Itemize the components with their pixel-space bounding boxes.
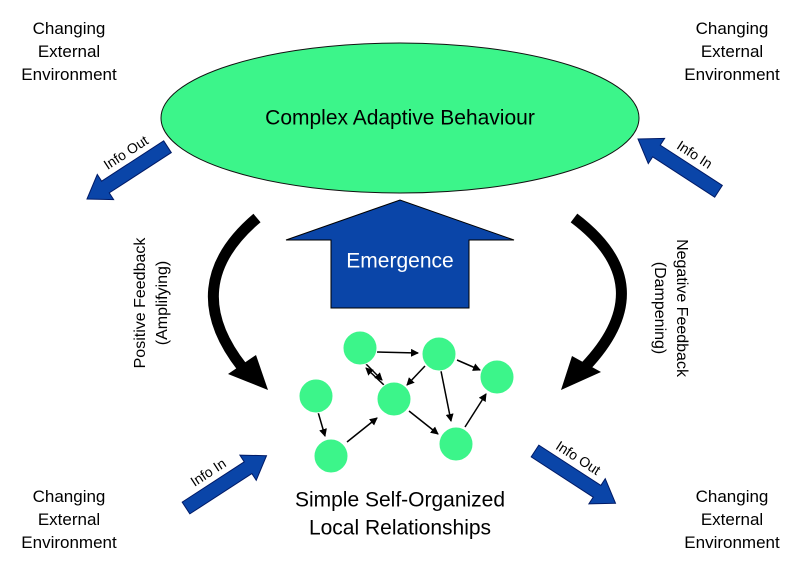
info-out-arrow-bottom-right: Info Out	[530, 437, 617, 505]
network-edge	[365, 367, 385, 386]
info-in-arrow-top-right: Info In	[637, 137, 724, 198]
environment-bottom-right: Changing External Environment	[684, 487, 780, 552]
caption-line-2: Local Relationships	[309, 517, 491, 540]
network-edge	[440, 370, 454, 422]
svg-text:(Amplifying): (Amplifying)	[154, 261, 171, 345]
emergence-arrow: Emergence	[285, 199, 515, 309]
positive-feedback-curve-arrow	[207, 213, 268, 390]
network-node	[313, 438, 349, 474]
network-node	[438, 426, 474, 462]
negative-feedback-label: Negative Feedback (Dampening)	[651, 239, 690, 378]
svg-text:Positive Feedback: Positive Feedback	[132, 237, 149, 369]
local-relationship-network	[298, 330, 515, 474]
network-edge	[317, 411, 327, 437]
svg-text:(Dampening): (Dampening)	[651, 262, 668, 354]
network-edge	[456, 359, 481, 371]
emergence-label: Emergence	[346, 250, 453, 273]
negative-feedback-curve-arrow	[561, 213, 627, 390]
network-edge	[365, 363, 383, 381]
environment-top-right: Changing External Environment	[684, 19, 780, 84]
info-out-arrow-top-left: Info Out	[86, 132, 173, 201]
environment-bottom-left: Changing External Environment	[21, 487, 117, 552]
info-in-arrow-bottom-left: Info In	[181, 454, 268, 515]
network-edge	[346, 417, 378, 443]
complex-adaptive-behaviour-label: Complex Adaptive Behaviour	[265, 107, 535, 130]
environment-top-left: Changing External Environment	[21, 19, 117, 84]
network-edge	[376, 348, 419, 357]
network-edge	[408, 410, 439, 435]
positive-feedback-label: Positive Feedback (Amplifying)	[132, 237, 171, 369]
caption-line-1: Simple Self-Organized	[295, 489, 505, 512]
network-node	[421, 336, 457, 372]
network-node	[376, 381, 412, 417]
network-node	[479, 359, 515, 395]
network-edge	[464, 393, 487, 428]
network-node	[298, 378, 334, 414]
svg-text:Negative Feedback: Negative Feedback	[673, 239, 690, 378]
network-edge	[406, 365, 426, 386]
complex-adaptive-behaviour-ellipse: Complex Adaptive Behaviour	[160, 42, 640, 194]
network-node	[342, 330, 378, 366]
